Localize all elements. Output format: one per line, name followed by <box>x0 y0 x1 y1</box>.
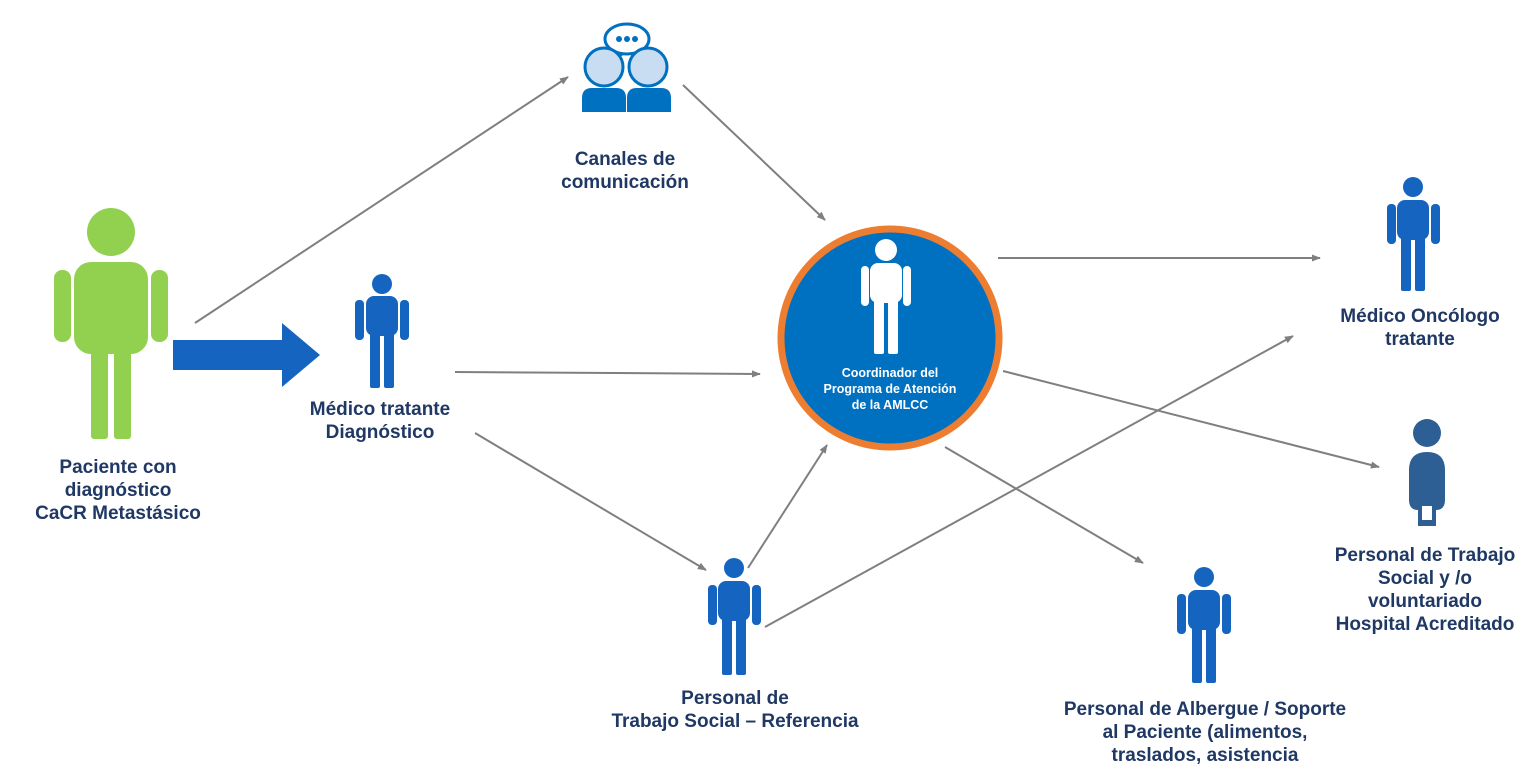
social-work-referral-icon <box>708 558 761 675</box>
channels-label-line-1: Canales de <box>574 149 676 170</box>
patient-label-line-1: Paciente con <box>59 457 177 478</box>
oncologist-label-line-2: tratante <box>1385 329 1455 350</box>
arrow-socialwork-to-oncologist <box>764 335 1294 628</box>
arrow-socialwork-to-coordinator <box>747 444 828 569</box>
arrow-coordinator-to-volunteer <box>1002 370 1380 469</box>
arrow-channels-to-coordinator <box>682 84 826 221</box>
patient-label: Paciente con diagnóstico CaCR Metastásic… <box>0 456 236 525</box>
coordinator-label-line-2: Programa de Atención <box>823 382 957 396</box>
referral-arrow <box>173 323 320 387</box>
coordinator-label: Coordinador del Programa de Atención de … <box>790 365 990 413</box>
patient-icon <box>54 208 168 439</box>
shelter-staff-icon <box>1177 567 1231 683</box>
arrow-coordinator-to-shelter <box>944 446 1144 564</box>
connectors <box>194 76 1380 628</box>
chat-people-icon <box>582 22 671 112</box>
treating-doctor-label: Médico tratante Diagnóstico <box>280 398 480 444</box>
channels-label: Canales de comunicación <box>530 148 720 194</box>
arrow-patient-to-channels <box>194 76 569 324</box>
arrow-doctor-to-coordinator <box>454 370 761 378</box>
treating-doctor-label-line-2: Diagnóstico <box>325 422 435 443</box>
treating-doctor-icon <box>355 274 409 388</box>
social-work-referral-label: Personal de Trabajo Social – Referencia <box>580 687 890 733</box>
volunteer-label-line-4: Hospital Acreditado <box>1335 614 1515 635</box>
shelter-staff-label-line-1: Personal de Albergue / Soporte <box>1063 699 1347 720</box>
volunteer-label-line-3: voluntariado <box>1367 591 1482 612</box>
shelter-staff-label: Personal de Albergue / Soporte al Pacien… <box>1025 698 1385 767</box>
oncologist-icon <box>1387 177 1440 291</box>
volunteer-label-line-1: Personal de Trabajo <box>1334 545 1516 566</box>
coordinator-label-line-3: de la AMLCC <box>851 398 929 412</box>
social-work-referral-label-line-1: Personal de <box>681 688 789 709</box>
coordinator-label-line-1: Coordinador del <box>841 366 939 380</box>
treating-doctor-label-line-1: Médico tratante <box>309 399 451 420</box>
oncologist-label: Médico Oncólogo tratante <box>1305 305 1535 351</box>
shelter-staff-label-line-2: al Paciente (alimentos, <box>1102 722 1308 743</box>
shelter-staff-label-line-3: traslados, asistencia <box>1111 745 1299 766</box>
channels-label-line-2: comunicación <box>561 172 689 193</box>
volunteer-label-line-2: Social y /o <box>1378 568 1472 589</box>
volunteer-icon <box>1409 419 1445 526</box>
coordinator-person-icon <box>861 239 911 354</box>
volunteer-label: Personal de Trabajo Social y /o voluntar… <box>1310 544 1540 636</box>
patient-label-line-3: CaCR Metastásico <box>35 503 201 524</box>
patient-label-line-2: diagnóstico <box>64 480 172 501</box>
oncologist-label-line-1: Médico Oncólogo <box>1340 306 1500 327</box>
social-work-referral-label-line-2: Trabajo Social – Referencia <box>611 711 859 732</box>
arrow-doctor-to-socialwork <box>474 432 707 571</box>
